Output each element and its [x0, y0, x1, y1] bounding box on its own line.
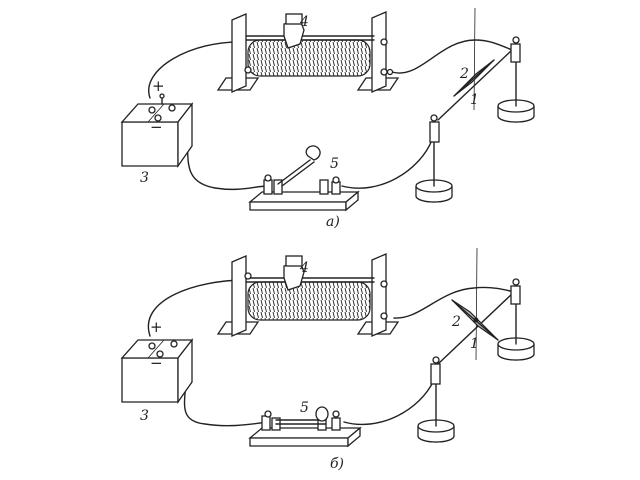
- stand-left-b: [417, 356, 455, 443]
- wire-rheostat-to-stand: [391, 39, 513, 74]
- wire-switch-to-stand: [341, 139, 433, 189]
- label-plus: +: [150, 318, 163, 336]
- label-plus: +: [152, 77, 165, 95]
- battery-b: [120, 338, 194, 405]
- battery-a: [120, 93, 194, 169]
- caption-a: а): [326, 214, 340, 230]
- magnetic-needle-a: [453, 59, 495, 97]
- stand-right-b: [497, 278, 535, 361]
- label-minus: −: [150, 118, 163, 136]
- wire-rheostat-to-stand: [393, 286, 515, 319]
- label-wire: 1: [470, 92, 479, 108]
- figure-b: 4 + − 3 5 2 1 б): [120, 247, 535, 472]
- meridian-line: [473, 7, 476, 111]
- rheostat-b: [216, 253, 400, 337]
- stand-left-a: [415, 114, 453, 203]
- label-battery: 3: [140, 408, 149, 424]
- conductor-wire-1: [437, 49, 513, 121]
- label-needle: 2: [459, 66, 469, 82]
- knife-switch-a: [248, 145, 360, 212]
- meridian-line: [475, 247, 478, 361]
- rheostat-a: [216, 11, 400, 93]
- figure-a: 4 + − 3 5 2 1 а): [120, 7, 535, 230]
- caption-b: б): [330, 456, 344, 472]
- wire-battery-plus-to-rheostat: [147, 279, 247, 337]
- wire-battery-plus-to-rheostat: [148, 41, 246, 99]
- label-rheostat: 4: [299, 14, 309, 30]
- label-switch: 5: [330, 156, 339, 172]
- stand-right-a: [497, 36, 535, 123]
- label-minus: −: [150, 354, 163, 372]
- knife-switch-b: [248, 406, 362, 448]
- wire-switch-to-stand: [343, 379, 435, 426]
- label-rheostat: 4: [299, 260, 309, 276]
- label-needle: 2: [451, 314, 461, 330]
- magnetic-needle-b: [451, 299, 499, 341]
- wires-b: [147, 247, 515, 427]
- label-switch: 5: [300, 400, 309, 416]
- label-battery: 3: [140, 170, 149, 186]
- label-wire: 1: [470, 336, 479, 352]
